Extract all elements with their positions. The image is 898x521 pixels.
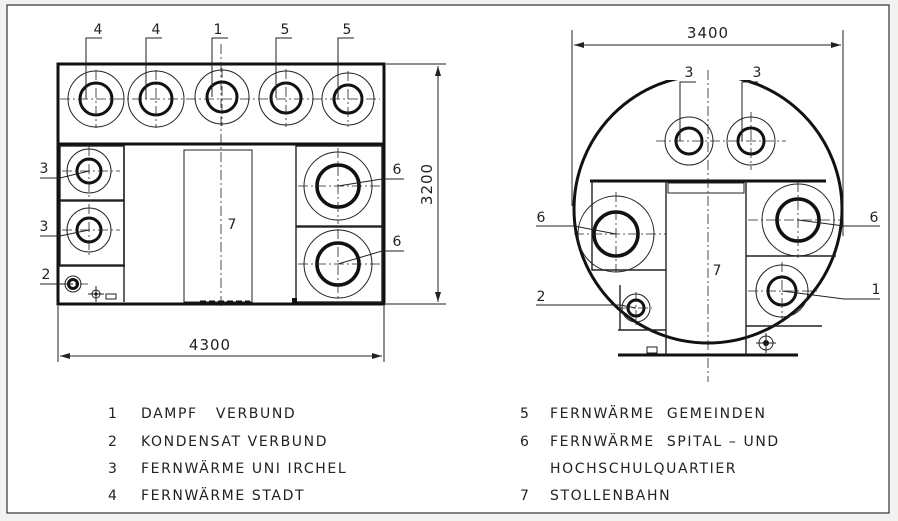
rect-height-value: 3200 (418, 163, 436, 205)
circle-right-pipes (748, 182, 842, 353)
legend: 1 DAMPF VERBUND 2 KONDENSAT VERBUND 3 FE… (108, 404, 780, 504)
rect-right-leaders (337, 178, 404, 265)
circle-label-center: 7 (713, 263, 722, 279)
legend-right-text-3: HOCHSCHULQUARTIER (550, 461, 737, 477)
circle-label-right-2: 1 (872, 282, 881, 298)
label-top-3: 1 (214, 22, 223, 38)
legend-left-num-1: 1 (108, 406, 119, 422)
circle-label-left-1: 6 (537, 210, 546, 226)
circle-width-value: 3400 (687, 24, 729, 42)
legend-right-text-1: FERNWÄRME GEMEINDEN (550, 404, 767, 422)
label-top-1: 4 (94, 22, 103, 38)
rect-width-value: 4300 (189, 336, 231, 354)
circle-leaders (536, 81, 880, 309)
rect-cell-right-1 (295, 145, 383, 227)
circle-label-top-2: 3 (753, 65, 762, 81)
rect-top-pipes (60, 68, 380, 128)
rect-label-left-3: 2 (42, 267, 51, 283)
circle-top-pipes (656, 112, 786, 170)
legend-left-text-4: FERNWÄRME STADT (141, 486, 305, 504)
rect-cell-right-2 (295, 226, 383, 303)
label-top-5: 5 (343, 22, 352, 38)
legend-right-text-2: FERNWÄRME SPITAL – UND (550, 432, 780, 450)
circle-label-left-2: 2 (537, 289, 546, 305)
rect-width-dimension (57, 306, 385, 362)
circle-label-right-1: 6 (870, 210, 879, 226)
legend-right-num-2: 6 (520, 434, 531, 450)
circle-left-pipes (574, 192, 666, 326)
rect-label-right-2: 6 (393, 234, 402, 250)
rect-top-leaders (85, 37, 354, 99)
legend-left-text-2: KONDENSAT VERBUND (141, 434, 328, 450)
rect-label-center: 7 (228, 217, 237, 233)
legend-right-num-1: 5 (520, 406, 531, 422)
rect-height-dimension (386, 63, 446, 305)
rect-label-right-1: 6 (393, 162, 402, 178)
label-top-2: 4 (152, 22, 161, 38)
rect-left-leaders (40, 170, 90, 285)
label-top-4: 5 (281, 22, 290, 38)
circle-label-top-1: 3 (685, 65, 694, 81)
circle-width-dimension (571, 30, 844, 236)
legend-right-num-4: 7 (520, 488, 531, 504)
rect-label-left-1: 3 (40, 161, 49, 177)
legend-right-text-4: STOLLENBAHN (550, 488, 671, 504)
legend-left-text-1: DAMPF VERBUND (141, 406, 296, 422)
legend-left-num-4: 4 (108, 488, 119, 504)
legend-left-num-2: 2 (108, 434, 119, 450)
legend-left-text-3: FERNWÄRME UNI IRCHEL (141, 459, 347, 477)
legend-left-num-3: 3 (108, 461, 119, 477)
rect-label-left-2: 3 (40, 219, 49, 235)
